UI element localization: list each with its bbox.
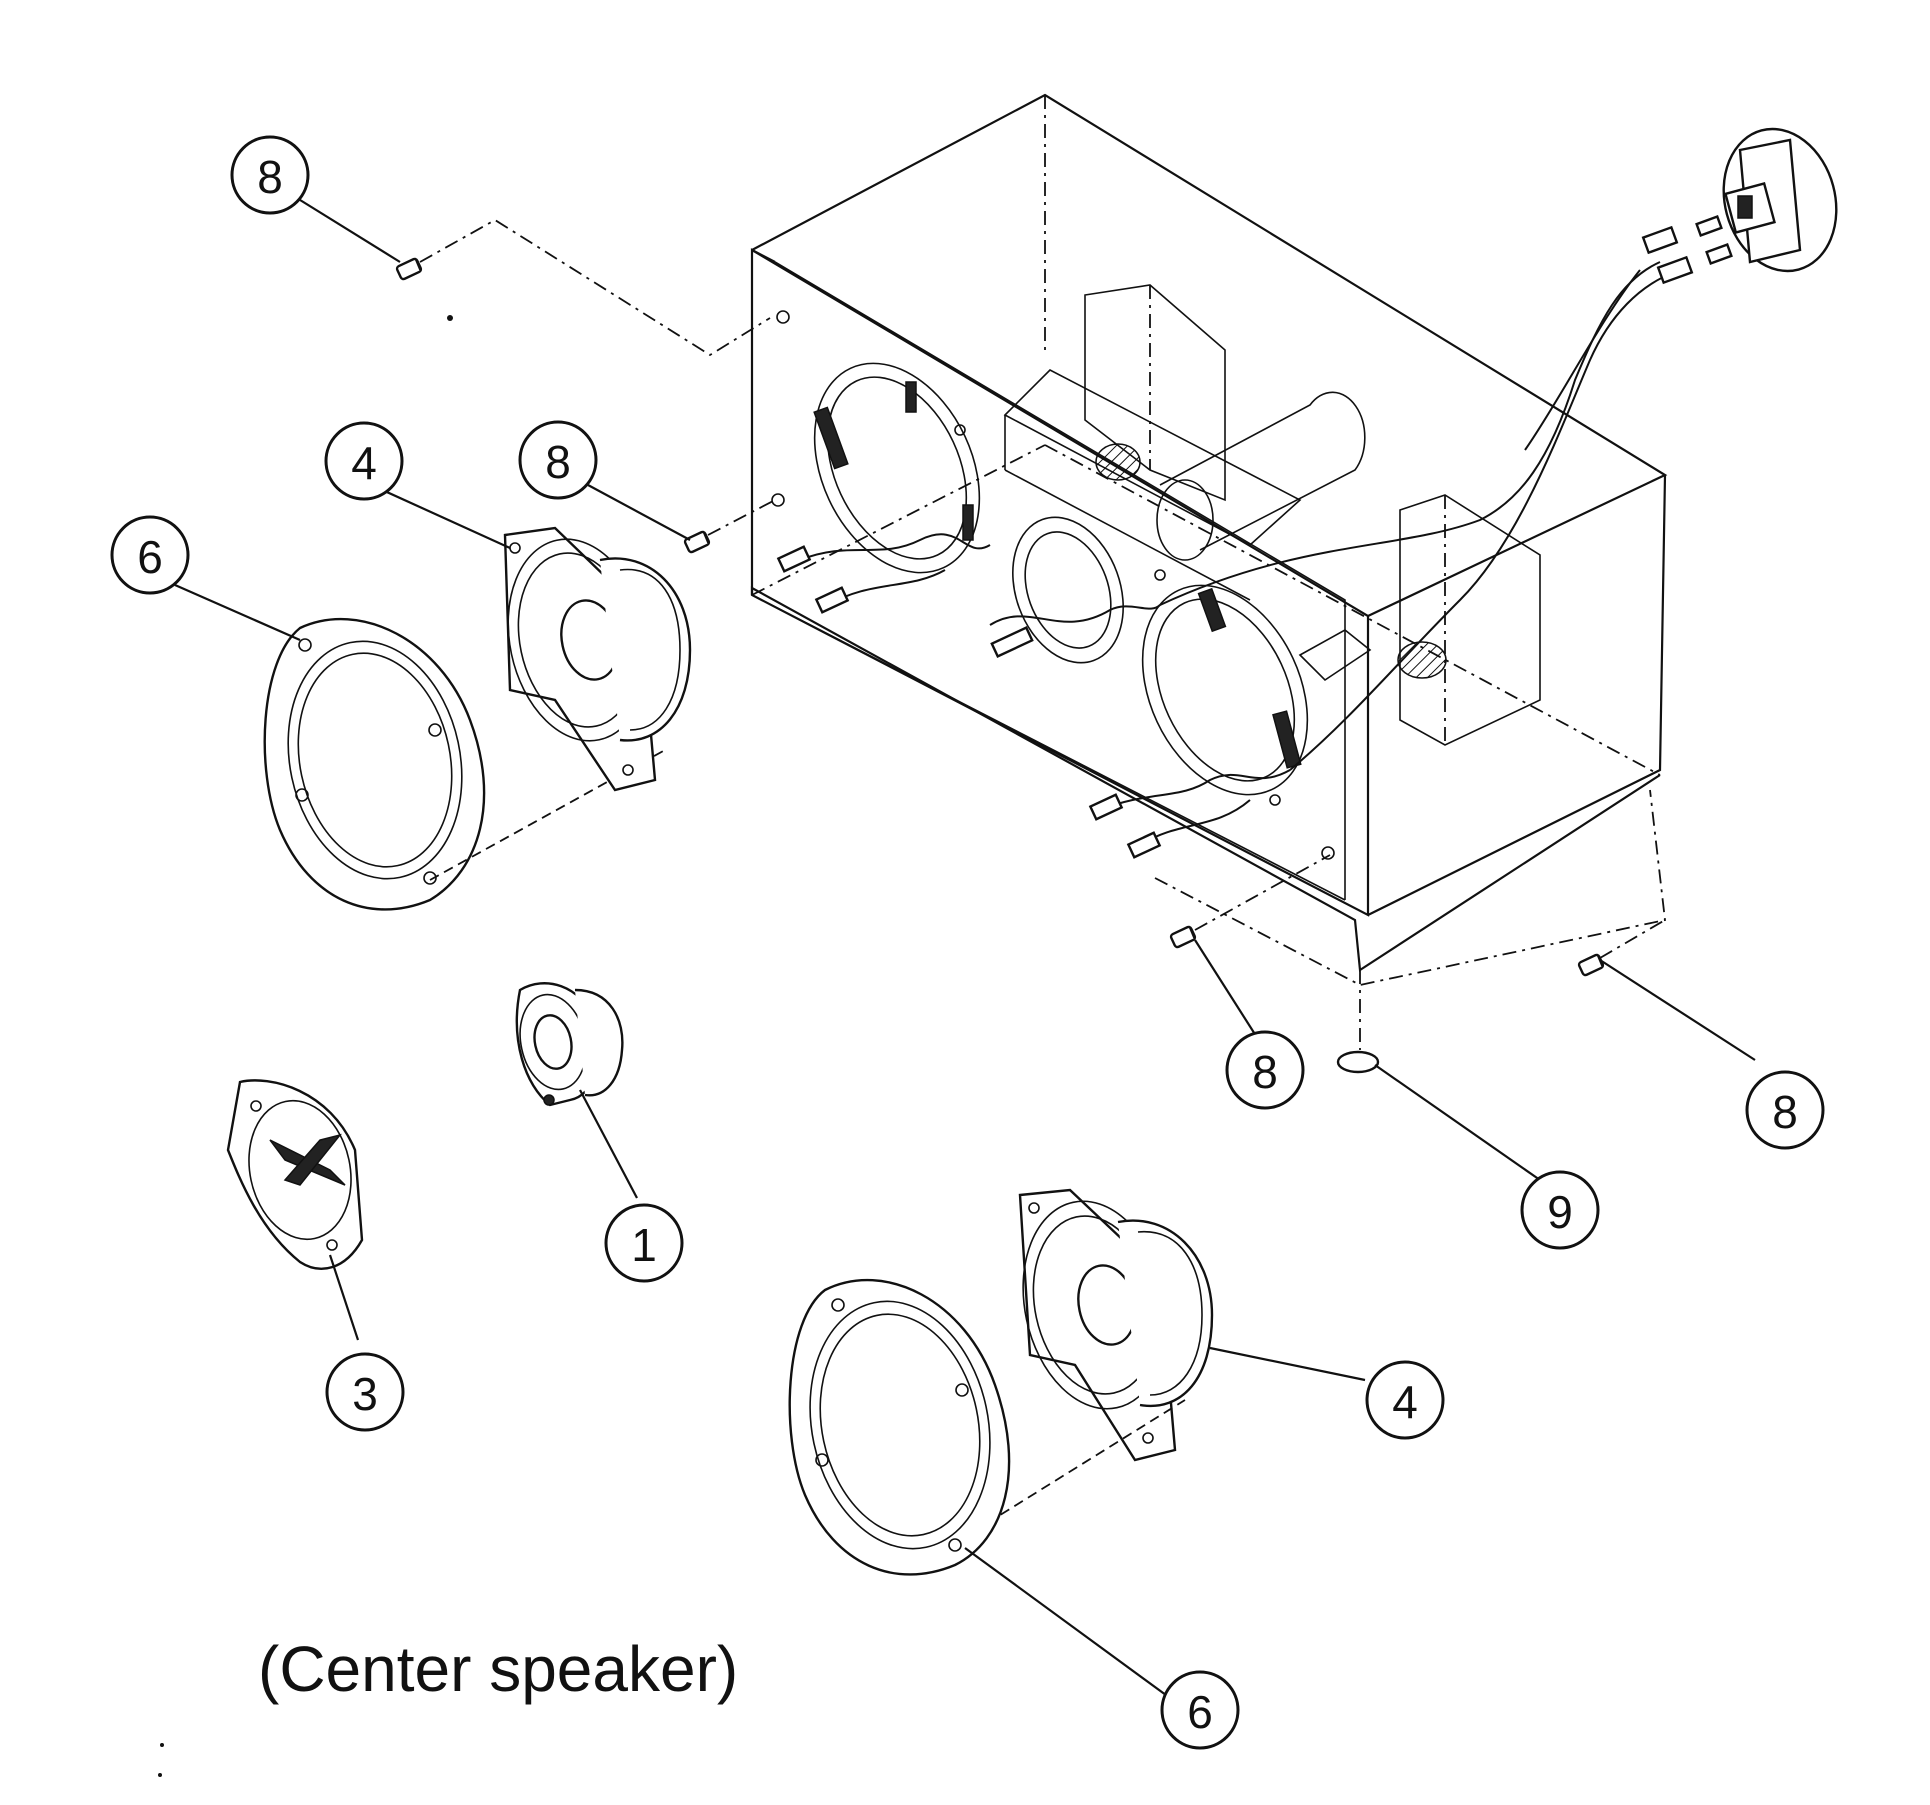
cabinet xyxy=(750,93,1676,1050)
svg-text:8: 8 xyxy=(1772,1086,1798,1138)
callout-8-bottom-center: 8 xyxy=(1225,1030,1305,1110)
woofer-lower xyxy=(1018,1188,1214,1462)
svg-text:8: 8 xyxy=(545,436,571,488)
callout-8-bottom-right: 8 xyxy=(1745,1070,1825,1150)
svg-text:3: 3 xyxy=(352,1368,378,1420)
svg-text:4: 4 xyxy=(1392,1376,1418,1428)
screw-bottom-center xyxy=(1169,925,1197,949)
tweeter-faceplate xyxy=(226,1079,364,1270)
callout-6-lower: 6 xyxy=(1160,1670,1240,1750)
svg-text:8: 8 xyxy=(257,151,283,203)
svg-text:4: 4 xyxy=(351,437,377,489)
svg-text:8: 8 xyxy=(1252,1046,1278,1098)
screw-top-left xyxy=(395,257,423,281)
callout-8-top-left: 8 xyxy=(230,135,310,215)
svg-text:6: 6 xyxy=(1187,1686,1213,1738)
rubber-foot xyxy=(1336,1050,1380,1074)
screw-middle-left xyxy=(683,530,711,554)
tweeter xyxy=(515,982,624,1107)
callout-3: 3 xyxy=(325,1352,405,1432)
callout-4-upper: 4 xyxy=(324,421,404,501)
svg-text:1: 1 xyxy=(631,1219,657,1271)
speaker-terminal xyxy=(1641,127,1838,285)
mounting-ring-lower xyxy=(788,1279,1011,1576)
callout-4-lower: 4 xyxy=(1365,1360,1445,1440)
callout-8-middle-left: 8 xyxy=(518,420,598,500)
svg-text:9: 9 xyxy=(1547,1186,1573,1238)
callout-6-upper: 6 xyxy=(110,515,190,595)
diagram-caption: (Center speaker) xyxy=(258,1633,739,1705)
woofer-upper xyxy=(503,526,692,792)
callout-9: 9 xyxy=(1520,1170,1600,1250)
mounting-ring-upper xyxy=(263,618,486,911)
svg-text:6: 6 xyxy=(137,531,163,583)
callout-1: 1 xyxy=(604,1203,684,1283)
